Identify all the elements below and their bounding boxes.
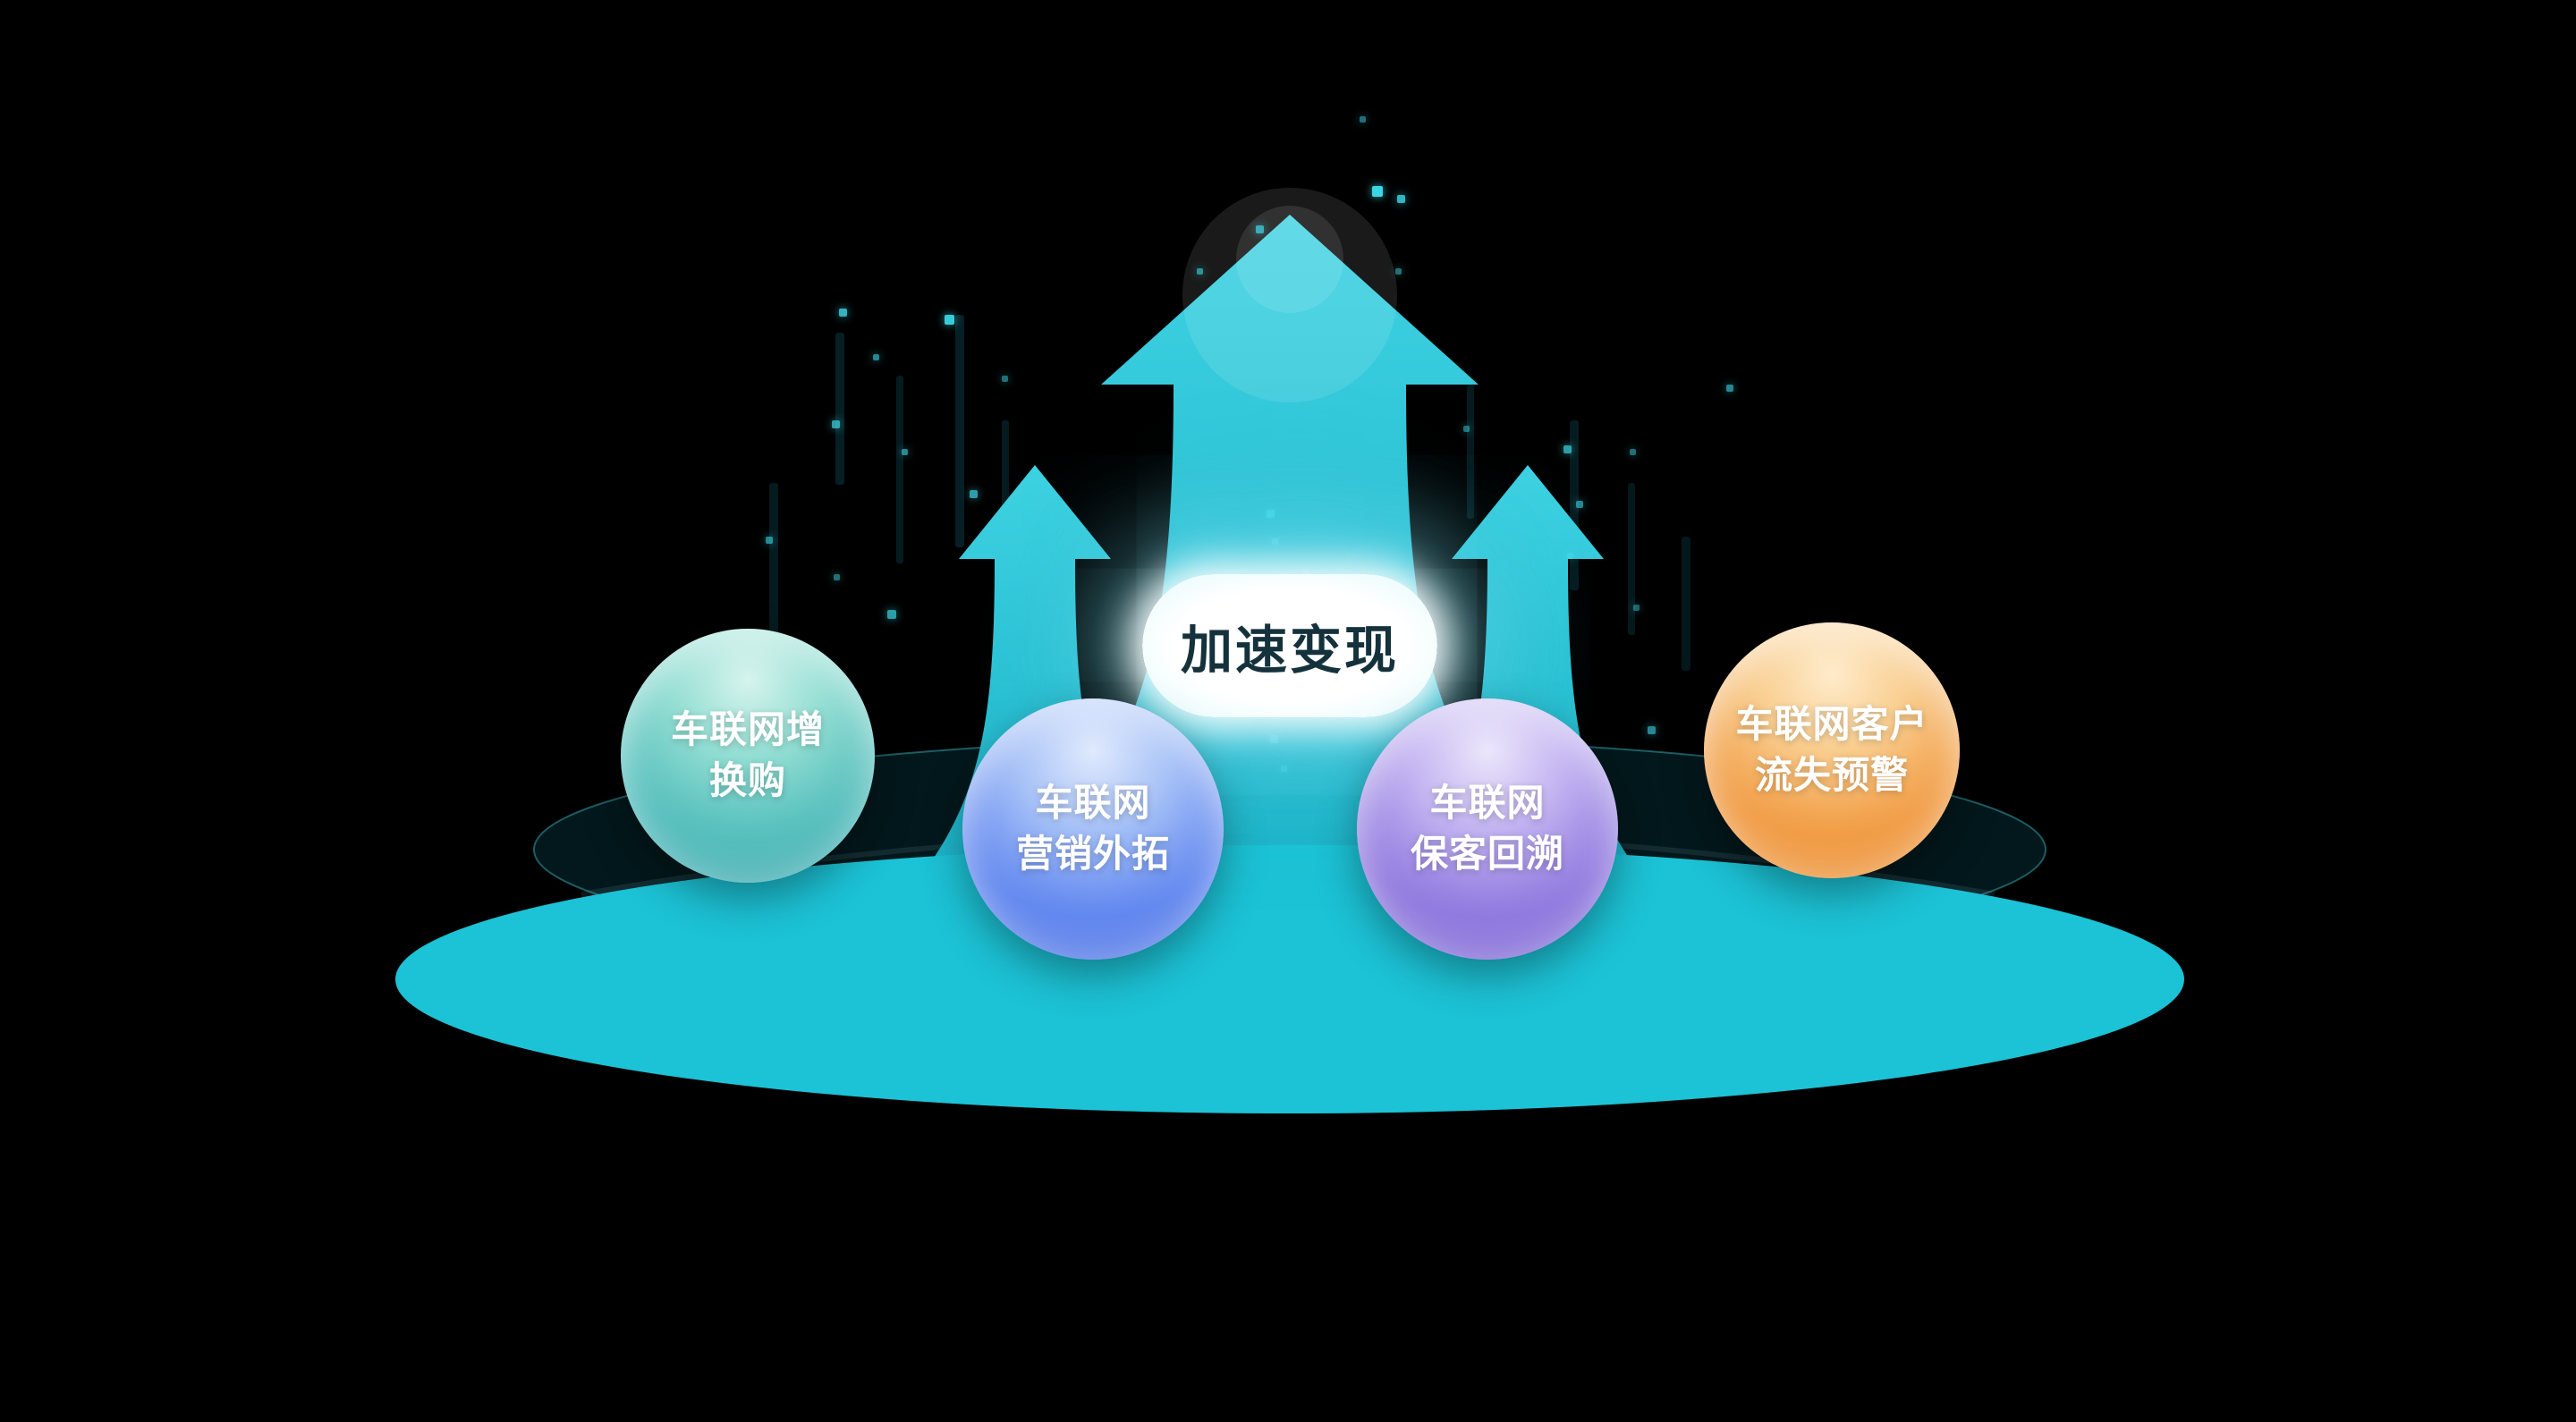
- decor-dot: [1270, 735, 1278, 743]
- sphere-label-line1: 车联网: [1035, 782, 1151, 825]
- decor-dot: [887, 610, 896, 619]
- decor-dot: [1726, 385, 1733, 392]
- decor-dot: [1576, 501, 1583, 508]
- decor-bar: [1682, 537, 1690, 671]
- decor-dot: [1395, 268, 1402, 275]
- decor-dot: [945, 315, 954, 325]
- decor-dot: [1267, 510, 1275, 518]
- decor-dot: [1633, 605, 1640, 611]
- decor-bar: [1628, 483, 1635, 635]
- decor-dot: [1567, 553, 1573, 559]
- arrow-tip-glow: [1182, 188, 1397, 402]
- decor-dot: [1563, 445, 1572, 453]
- decor-bar: [835, 333, 844, 485]
- decor-dot: [1256, 225, 1264, 233]
- sphere-customer-retention-trace: 车联网 保客回溯: [1357, 698, 1618, 960]
- decor-dot: [970, 490, 978, 498]
- decor-dot: [834, 574, 840, 580]
- decor-dot: [1281, 766, 1287, 772]
- decor-bar: [1002, 420, 1009, 581]
- sphere-label-line1: 车联网: [1429, 782, 1546, 825]
- decor-dot: [1302, 569, 1309, 575]
- decor-bar: [1467, 385, 1474, 519]
- decor-dot: [766, 537, 773, 544]
- arrow-center: [1019, 215, 1561, 860]
- decor-bar: [955, 315, 964, 547]
- platform-base: [395, 845, 2184, 1113]
- decor-dot: [1397, 195, 1405, 203]
- decor-dot: [1372, 186, 1383, 197]
- sphere-label-line2: 保客回溯: [1410, 833, 1564, 875]
- sphere-vehicle-trade-in: 车联网增 换购: [621, 629, 875, 883]
- decor-dot: [1630, 449, 1636, 455]
- decor-bar: [896, 376, 903, 563]
- decor-dot: [832, 420, 840, 428]
- decor-dot: [839, 309, 847, 317]
- sphere-label-line2: 换购: [708, 759, 786, 801]
- decor-dot: [1463, 426, 1470, 432]
- decor-dot: [1648, 726, 1656, 734]
- center-label-text: 加速变现: [1180, 622, 1399, 680]
- decor-bar: [1570, 420, 1579, 590]
- sphere-label-line2: 营销外拓: [1015, 833, 1170, 875]
- decor-dot: [1197, 268, 1203, 275]
- sphere-label-line1: 车联网客户: [1735, 703, 1928, 746]
- decor-bar: [769, 483, 778, 662]
- sphere-churn-warning: 车联网客户 流失预警: [1704, 622, 1960, 878]
- decor-dot: [873, 354, 879, 360]
- center-label-accelerate-monetization: 加速变现: [1142, 574, 1437, 717]
- decor-dot: [1002, 376, 1008, 382]
- sphere-label-line2: 流失预警: [1754, 754, 1909, 796]
- decor-dot: [902, 449, 908, 455]
- decor-dot: [1360, 116, 1366, 123]
- sphere-marketing-expansion: 车联网 营销外拓: [962, 698, 1224, 960]
- decor-dot: [1272, 538, 1278, 545]
- sphere-label-line1: 车联网增: [670, 708, 825, 751]
